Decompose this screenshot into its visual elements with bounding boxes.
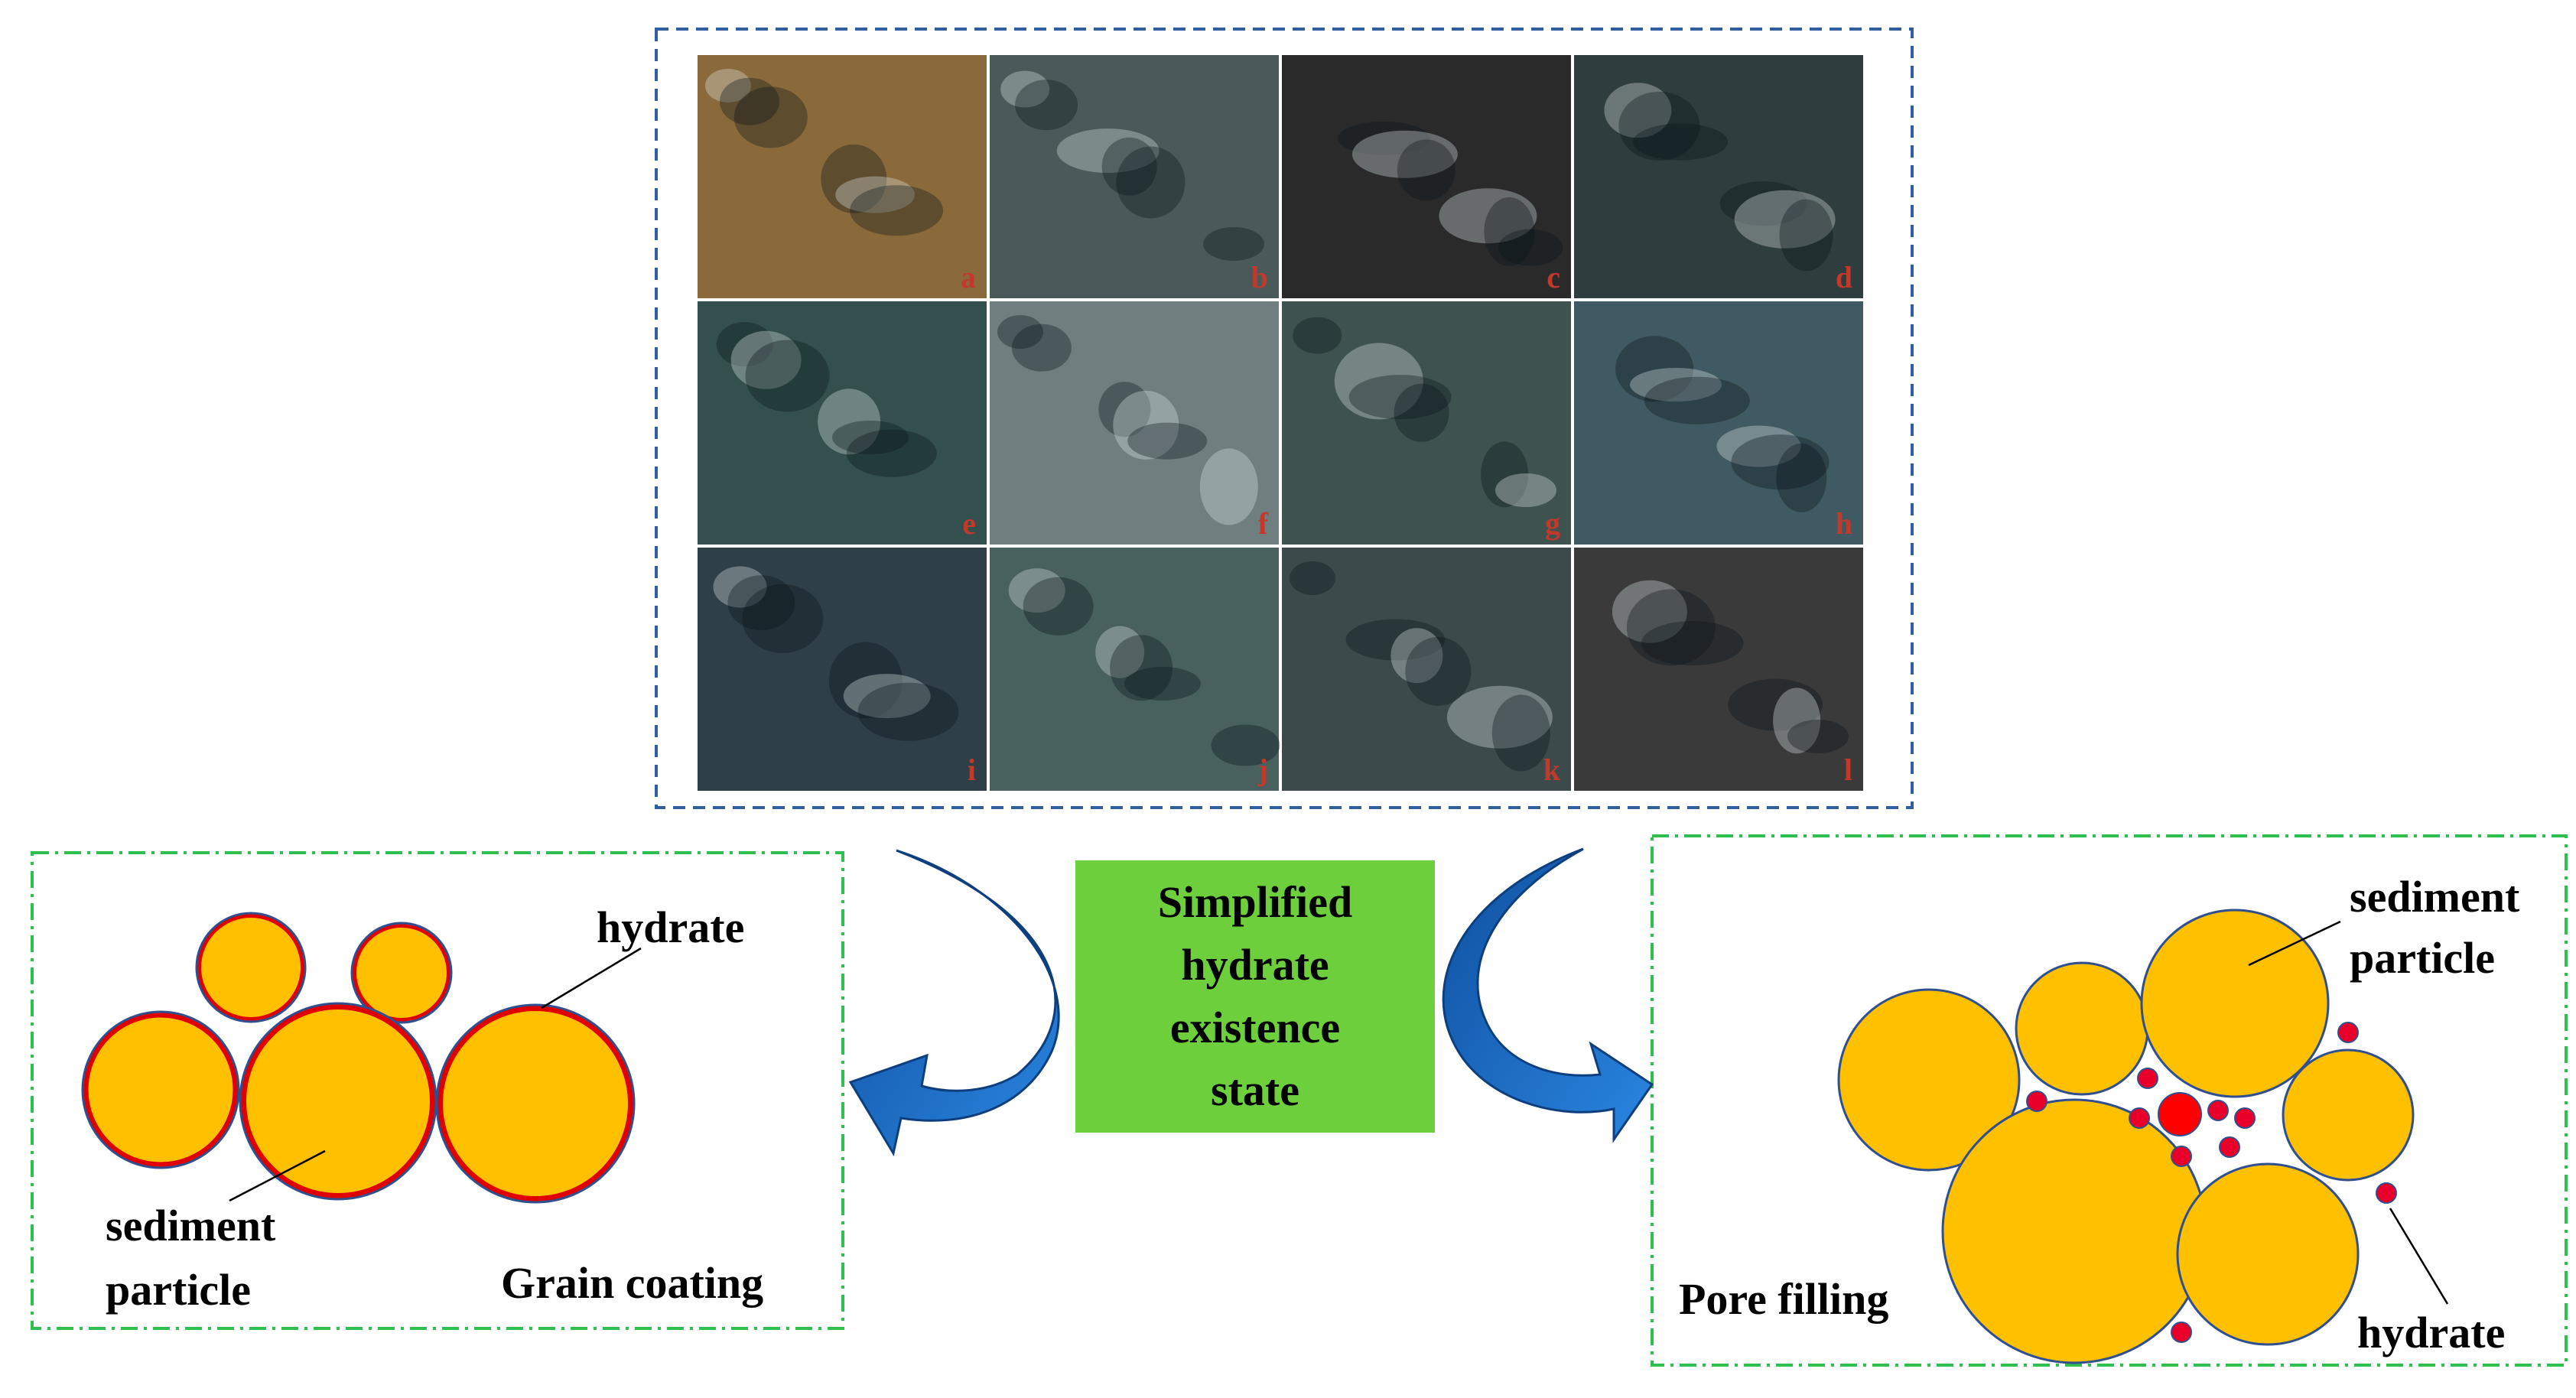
photo-label-b: b (1251, 260, 1268, 294)
photo-label-j: j (1257, 753, 1268, 787)
photo-label-c: c (1547, 260, 1560, 294)
hydrate-particle (2234, 1107, 2256, 1129)
right-curved-arrow (1442, 847, 1654, 1143)
sample-photo-d: d (1574, 55, 1863, 298)
pore-filling-diagram: sediment particle hydrate Pore filling (1679, 872, 2520, 1364)
sample-photo-k: k (1282, 548, 1571, 791)
hydrate-particle (2171, 1322, 2192, 1343)
hydrate-particle (2158, 1092, 2202, 1136)
center-line-3: existence (1169, 1003, 1341, 1052)
photo-label-a: a (961, 260, 976, 294)
photo-label-h: h (1836, 506, 1852, 541)
hydrate-particle (2207, 1100, 2229, 1121)
sample-photo-i: i (698, 548, 987, 791)
sediment-particle (2176, 1162, 2360, 1346)
center-line-4: state (1211, 1065, 1299, 1115)
photo-label-d: d (1836, 260, 1852, 294)
sample-photo-g: g (1282, 301, 1571, 545)
particle-label-line2: particle (106, 1265, 251, 1315)
photo-grid: a b c d e f g h i j k l (698, 55, 1863, 791)
pore-filling-title: Pore filling (1679, 1274, 1888, 1324)
sample-photo-a: a (698, 55, 987, 298)
coated-particle (197, 913, 305, 1022)
photo-label-l: l (1844, 753, 1852, 787)
hydrate-leader-line (2389, 1208, 2449, 1305)
coated-particle (437, 1005, 634, 1202)
hydrate-particle (2171, 1146, 2192, 1167)
grain-coating-title: Grain coating (501, 1258, 763, 1308)
pore-filling-box (1651, 834, 2568, 1367)
center-line-2: hydrate (1181, 940, 1329, 990)
hydrate-particle (2137, 1068, 2158, 1089)
coated-particle (83, 1012, 239, 1168)
photo-label-e: e (962, 506, 976, 541)
photo-label-k: k (1543, 753, 1561, 787)
coated-particle (240, 1003, 436, 1199)
sediment-particle (2282, 1048, 2415, 1182)
particle-leader-line (2248, 920, 2341, 967)
hydrate-particle (2219, 1136, 2240, 1158)
photo-panel-border (655, 28, 1914, 809)
grain-coating-diagram: hydrate sediment particle Grain coating (81, 902, 763, 1315)
sediment-particle (2140, 909, 2330, 1098)
hydrate-leader-line (541, 947, 642, 1009)
sediment-particle (1837, 988, 2021, 1172)
sample-photo-l: l (1574, 548, 1863, 791)
particle-label-line1: sediment (2350, 872, 2520, 922)
photo-label-i: i (968, 753, 976, 787)
sediment-particle (2015, 961, 2149, 1096)
photo-label-f: f (1258, 506, 1269, 541)
hydrate-particle (2129, 1107, 2150, 1129)
particle-label-line2: particle (2350, 933, 2495, 983)
particle-label-line1: sediment (106, 1201, 276, 1250)
hydrate-particle (2376, 1182, 2397, 1204)
particle-leader-line (229, 1149, 326, 1202)
sample-photo-b: b (990, 55, 1279, 298)
sample-photo-c: c (1282, 55, 1571, 298)
center-line-1: Simplified (1157, 877, 1353, 927)
left-curved-arrow (848, 849, 1060, 1157)
hydrate-particle (2026, 1091, 2047, 1112)
hydrate-label: hydrate (597, 902, 744, 952)
sample-photo-f: f (990, 301, 1279, 545)
simplified-state-box: Simplified hydrate existence state (1075, 860, 1435, 1133)
coated-particle (352, 923, 451, 1022)
hydrate-label: hydrate (2357, 1308, 2505, 1357)
sediment-particle (1941, 1098, 2207, 1364)
hydrate-particle (2337, 1022, 2359, 1043)
photo-label-g: g (1545, 506, 1560, 541)
sample-photo-j: j (990, 548, 1280, 791)
sample-photo-e: e (698, 301, 987, 545)
sample-photo-h: h (1574, 301, 1863, 545)
